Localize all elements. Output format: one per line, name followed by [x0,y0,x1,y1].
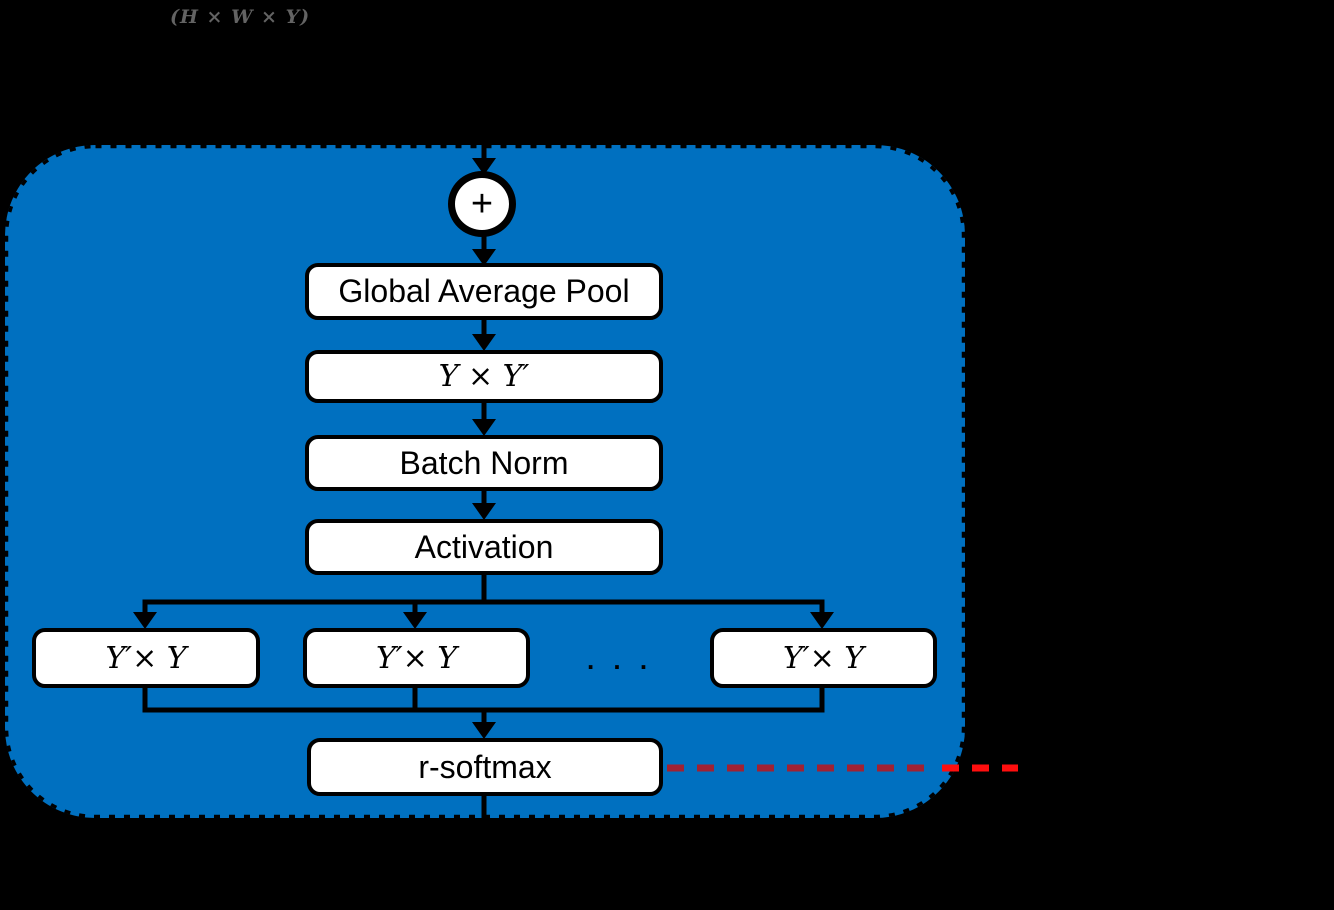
block-activation: Activation [305,519,663,575]
block-global-average-pool: Global Average Pool [305,263,663,320]
block-fc-yprime-by-y-1: Y′× Y [32,628,260,688]
sum-node: + [448,171,516,237]
arrowheads [133,158,834,739]
input-dimensions-label: (H × W × Y) [170,6,311,28]
block-r-softmax: r-softmax [307,738,663,796]
block-batch-norm: Batch Norm [305,435,663,491]
block-fc-yprime-by-y-2: Y′× Y [303,628,530,688]
block-fc-y-by-yprime: Y × Y′ [305,350,663,403]
branch-ellipsis: . . . [586,644,654,675]
block-fc-yprime-by-y-3: Y′× Y [710,628,937,688]
